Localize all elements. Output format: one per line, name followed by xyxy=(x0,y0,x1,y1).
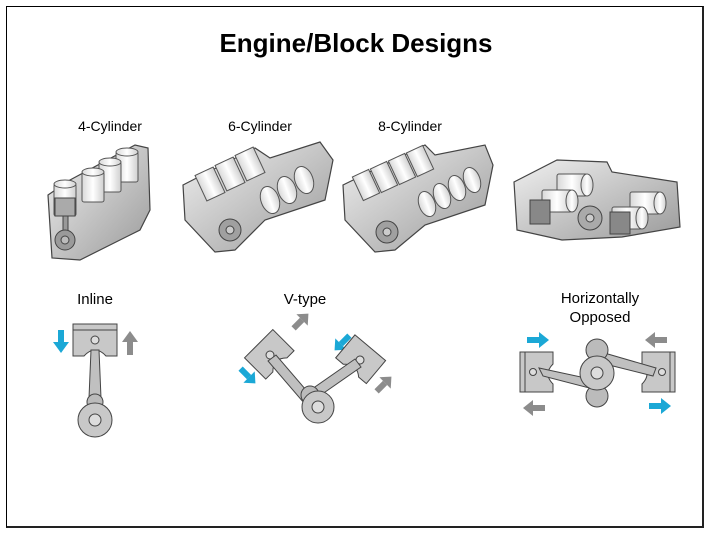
label-inline: Inline xyxy=(77,291,113,308)
slide-title: Engine/Block Designs xyxy=(219,28,493,58)
engine-block-4-cylinder-illustration xyxy=(47,144,151,261)
arrow-right-icon xyxy=(649,398,671,414)
label-opposed-line2: Opposed xyxy=(569,309,631,326)
arrow-left-icon xyxy=(523,400,545,416)
slide-frame xyxy=(6,6,704,528)
engine-block-8-cylinder-illustration xyxy=(342,144,494,253)
engine-block-horizontally-opposed-illustration xyxy=(513,159,681,241)
label-6-cylinder: 6-Cylinder xyxy=(228,118,292,134)
arrow-up-right-icon xyxy=(374,376,392,394)
label-v-type: V-type xyxy=(283,291,327,308)
arrow-up-left-icon xyxy=(291,313,309,331)
arrow-up-icon xyxy=(122,331,138,355)
label-horizontally-line1: Horizontally xyxy=(560,290,640,307)
label-8-cylinder: 8-Cylinder xyxy=(378,118,442,134)
v-type-piston-diagram xyxy=(238,313,392,424)
arrow-down-icon xyxy=(53,330,69,353)
arrow-down-right-icon xyxy=(238,366,256,384)
engine-block-6-cylinder-illustration xyxy=(182,141,334,253)
arrow-down-left-icon xyxy=(334,333,352,351)
arrow-left-icon xyxy=(645,332,667,348)
arrow-right-icon xyxy=(527,332,549,348)
label-4-cylinder: 4-Cylinder xyxy=(78,118,142,134)
inline-piston-diagram xyxy=(53,323,138,438)
label-horizontally-opposed: Horizontally Opposed xyxy=(535,289,665,327)
horizontally-opposed-piston-diagram xyxy=(519,332,676,416)
